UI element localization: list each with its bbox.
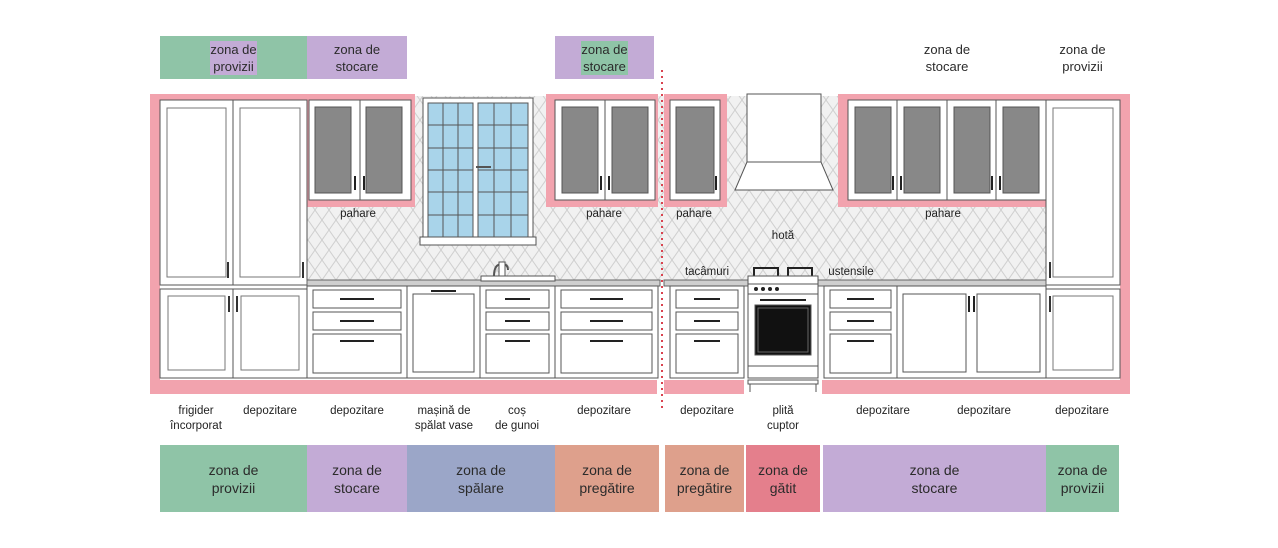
upper-label-pahare-4: pahare [925, 208, 961, 220]
upper-cabinets-right [847, 99, 1047, 201]
counter-label-tacamuri: tacâmuri [684, 266, 730, 278]
base-cabinets-left [306, 285, 659, 379]
bottom-label-depozitare-6: depozitare [957, 405, 1011, 417]
bottom-label-depozitare-4: depozitare [680, 405, 734, 417]
bottom-label-depozitare-5: depozitare [856, 405, 910, 417]
bottom-zone-stocare-right: zona de stocare [823, 445, 1046, 512]
bottom-zone-gatit: zona de gătit [746, 445, 820, 512]
upper-label-pahare-2: pahare [586, 208, 622, 220]
top-zone-label: zona de stocare [581, 40, 628, 75]
bottom-zone-label: zona de stocare [909, 461, 960, 496]
bottom-zone-stocare-left: zona de stocare [307, 445, 407, 512]
bottom-label-depozitare-7: depozitare [1055, 405, 1109, 417]
bottom-zone-label: zona de gătit [758, 461, 808, 496]
upper-label-pahare-3: pahare [676, 208, 712, 220]
top-zone-label: zona de stocare [333, 40, 381, 75]
bottom-zone-provizii-left: zona de provizii [160, 445, 307, 512]
window [419, 97, 537, 246]
bottom-label-cos-gunoi: coș de gunoi [494, 405, 540, 432]
top-zone-label: zona de stocare [923, 41, 971, 74]
bottom-zone-label: zona de spălare [456, 461, 506, 496]
pantry-right [1045, 99, 1121, 379]
bottom-label-depozitare-2: depozitare [330, 405, 384, 417]
bottom-zone-spalare: zona de spălare [407, 445, 555, 512]
range-hood [734, 93, 834, 191]
top-zone-stocare-middle: zona de stocare [555, 36, 654, 79]
bottom-label-depozitare-1: depozitare [243, 405, 297, 417]
top-zone-stocare-left: zona de stocare [307, 36, 407, 79]
pantry-left [159, 99, 308, 379]
top-zone-stocare-right: zona de stocare [848, 36, 1046, 79]
bottom-zone-label: zona de pregătire [676, 461, 733, 496]
sink-faucet [480, 261, 556, 282]
top-zone-provizii-left: zona de provizii [160, 36, 307, 79]
bottom-zone-label: zona de provizii [208, 461, 259, 496]
bottom-label-masina-spalat: mașină de spălat vase [414, 405, 474, 432]
upper-cabinet-small [669, 99, 721, 201]
bottom-zone-pregatire-2: zona de pregătire [665, 445, 744, 512]
bottom-label-depozitare-3: depozitare [577, 405, 631, 417]
upper-cabinet-middle [554, 99, 656, 201]
bottom-zone-label: zona de provizii [1057, 461, 1108, 496]
counter-label-ustensile: ustensile [828, 266, 874, 278]
hood-label: hotă [771, 230, 795, 242]
top-zone-label: zona de provizii [210, 40, 257, 75]
bottom-label-frigider: frigider încorporat [170, 405, 222, 432]
upper-label-pahare-1: pahare [340, 208, 376, 220]
base-cabinets-right [669, 285, 1047, 379]
bottom-zone-pregatire-1: zona de pregătire [555, 445, 659, 512]
bottom-zone-provizii-right: zona de provizii [1046, 445, 1119, 512]
bottom-label-plita-cuptor: plită cuptor [767, 405, 799, 432]
countertop-right [663, 279, 1047, 287]
top-zone-label: zona de provizii [1059, 41, 1106, 74]
upper-cabinet-left [308, 99, 412, 201]
stove-oven [747, 267, 819, 392]
top-zone-provizii-right: zona de provizii [1046, 36, 1119, 79]
bottom-zone-label: zona de pregătire [579, 461, 635, 496]
bottom-zone-label: zona de stocare [332, 461, 382, 496]
